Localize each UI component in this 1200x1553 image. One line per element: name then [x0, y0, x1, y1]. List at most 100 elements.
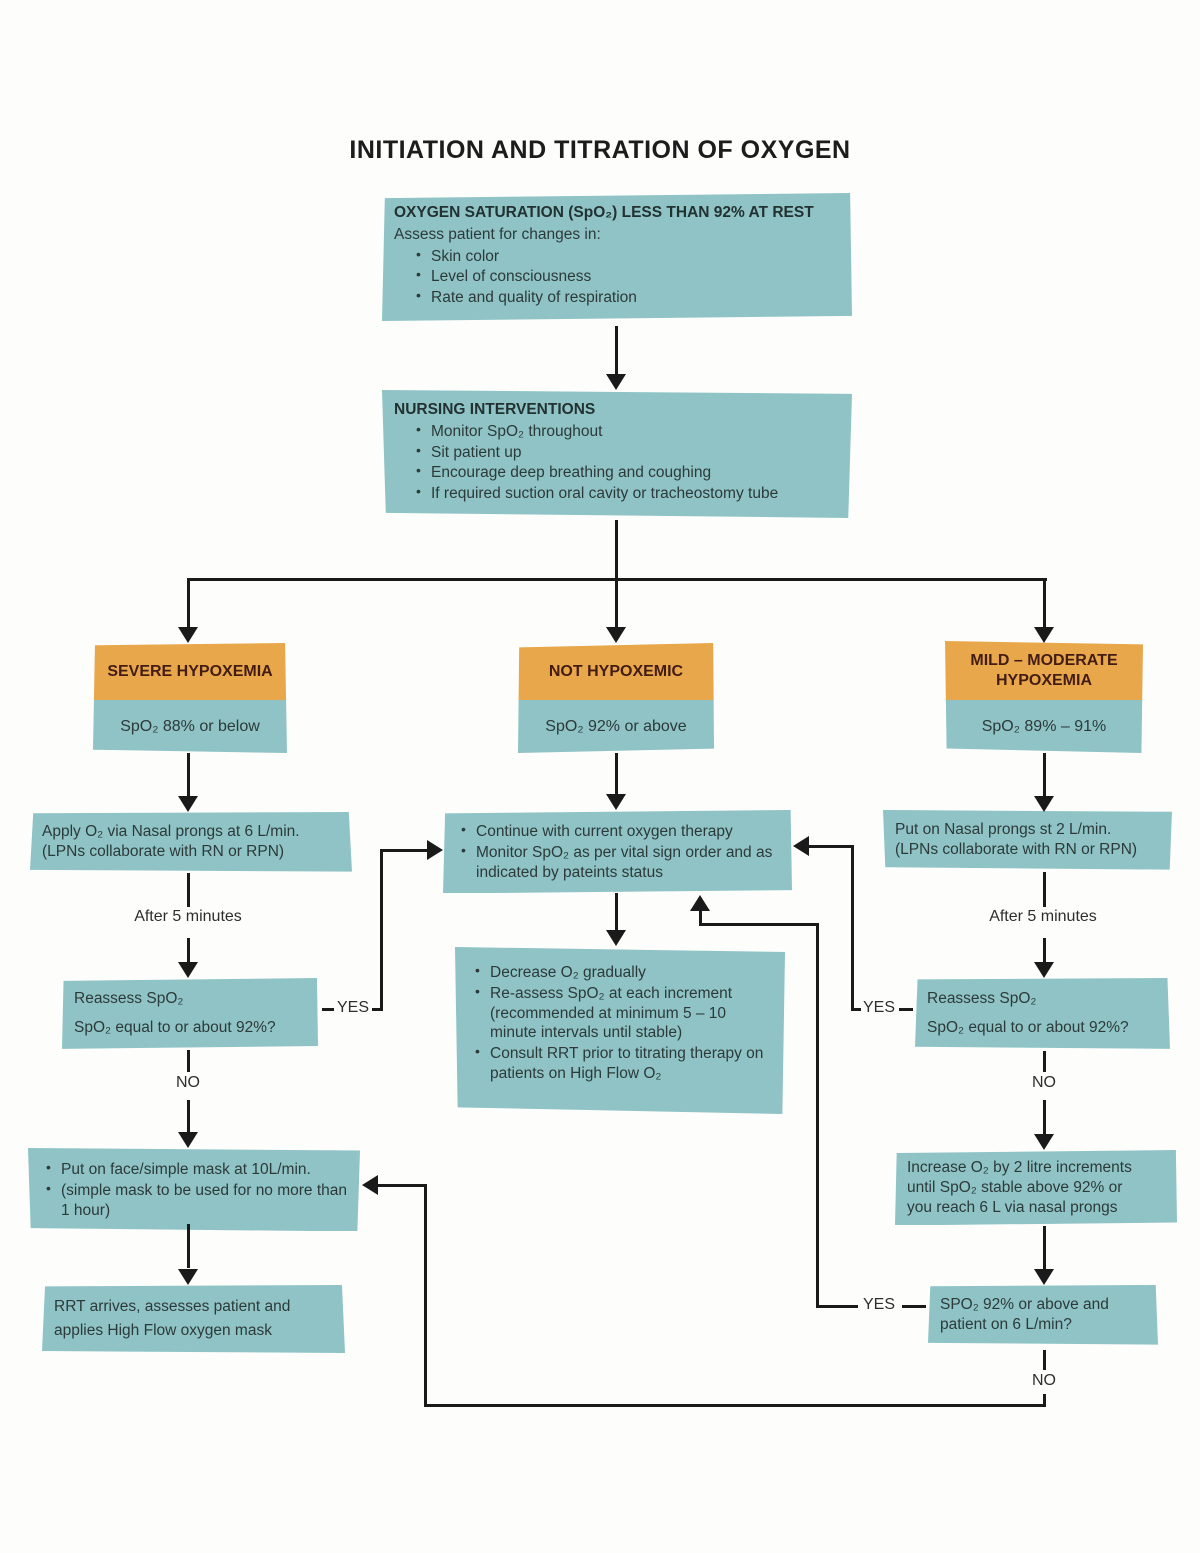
box-apply-2l: Put on Nasal prongs st 2 L/min. (LPNs co…: [883, 810, 1172, 870]
connector-line: [1043, 938, 1046, 964]
connector-line: [187, 1224, 190, 1268]
connector-line: [1043, 578, 1046, 628]
arrowhead-down: [606, 794, 626, 810]
arrowhead-up: [690, 895, 710, 911]
list-item: Put on face/simple mask at 10L/min.: [46, 1159, 348, 1180]
connector-line: [187, 578, 190, 628]
connector-line: [1043, 872, 1046, 907]
box-oxygen-saturation-heading: OXYGEN SATURATION (SpO₂) LESS THAN 92% A…: [394, 204, 814, 221]
connector-line: [1043, 1226, 1046, 1270]
connector-line: [1043, 1350, 1046, 1370]
connector-line: [380, 849, 383, 1011]
list-item: Encourage deep breathing and coughing: [416, 462, 840, 483]
connector-line: [615, 326, 618, 376]
connector-line: [816, 923, 819, 1308]
connector-line: [615, 753, 618, 795]
arrowhead-down: [1034, 1269, 1054, 1285]
list-item: Decrease O₂ gradually: [475, 962, 773, 983]
list-item: (simple mask to be used for no more than…: [46, 1180, 348, 1221]
list-item: Monitor SpO₂ throughout: [416, 421, 840, 442]
arrowhead-down: [178, 1269, 198, 1285]
list-item: If required suction oral cavity or trach…: [416, 483, 840, 504]
branch-mild-moderate: MILD – MODERATE HYPOXEMIA SpO₂ 89% – 91%: [945, 641, 1143, 753]
list-item: Skin color: [416, 246, 840, 267]
arrowhead-left: [793, 836, 809, 856]
connector-line: [899, 1008, 913, 1011]
list-item: Sit patient up: [416, 442, 840, 463]
box-check-6l: SPO₂ 92% or above and patient on 6 L/min…: [928, 1285, 1158, 1345]
branch-not-hypoxemic-criteria: SpO₂ 92% or above: [518, 700, 714, 753]
list-item: Re-assess SpO₂ at each increment (recomm…: [475, 983, 773, 1043]
connector-line: [615, 520, 618, 580]
box-increase-o2: Increase O₂ by 2 litre increments until …: [895, 1150, 1177, 1226]
bullet-list: Skin colorLevel of consciousnessRate and…: [394, 246, 840, 308]
box-nursing-interventions-heading: NURSING INTERVENTIONS: [394, 401, 596, 418]
arrowhead-down: [1034, 962, 1054, 978]
bullet-list: Monitor SpO₂ throughoutSit patient upEnc…: [394, 421, 840, 504]
connector-line: [1043, 1394, 1046, 1407]
connector-line: [615, 578, 618, 628]
connector-line: [1043, 753, 1046, 797]
list-item: Consult RRT prior to titrating therapy o…: [475, 1043, 773, 1084]
box-apply-6l: Apply O₂ via Nasal prongs at 6 L/min. (L…: [30, 812, 352, 872]
branch-not-hypoxemic: NOT HYPOXEMIC SpO₂ 92% or above: [518, 643, 714, 753]
connector-line: [807, 845, 854, 848]
connector-line: [187, 1050, 190, 1072]
connector-line: [187, 753, 190, 797]
arrowhead-down: [178, 962, 198, 978]
connector-line: [322, 1008, 334, 1011]
connector-line: [699, 910, 702, 926]
label-yes-bottom: YES: [862, 1296, 895, 1313]
box-oxygen-saturation: OXYGEN SATURATION (SpO₂) LESS THAN 92% A…: [382, 193, 852, 321]
label-after-5-minutes-right: After 5 minutes: [989, 908, 1097, 925]
connector-line: [1043, 1100, 1046, 1136]
connector-line: [615, 893, 618, 931]
connector-line: [424, 1184, 427, 1407]
connector-line: [1043, 1051, 1046, 1072]
arrowhead-down: [606, 627, 626, 643]
box-reassess-right: Reassess SpO₂ SpO₂ equal to or about 92%…: [915, 978, 1170, 1049]
list-item: Continue with current oxygen therapy: [461, 821, 780, 842]
arrowhead-down: [178, 627, 198, 643]
list-item: Level of consciousness: [416, 266, 840, 287]
arrowhead-left: [362, 1175, 378, 1195]
box-rrt: RRT arrives, assesses patient and applie…: [42, 1285, 345, 1354]
label-yes-left: YES: [336, 999, 369, 1016]
connector-line: [699, 923, 819, 926]
label-no-left: NO: [176, 1074, 200, 1091]
connector-line: [851, 845, 854, 1011]
box-reassess-left: Reassess SpO₂ SpO₂ equal to or about 92%…: [62, 978, 318, 1049]
bullet-list: Decrease O₂ graduallyRe-assess SpO₂ at e…: [467, 962, 773, 1084]
connector-line: [187, 1100, 190, 1134]
bullet-list: Put on face/simple mask at 10L/min.(simp…: [40, 1159, 348, 1221]
arrowhead-down: [1034, 796, 1054, 812]
box-face-mask: Put on face/simple mask at 10L/min.(simp…: [28, 1148, 360, 1232]
label-yes-right: YES: [862, 999, 895, 1016]
bullet-list: Continue with current oxygen therapyMoni…: [455, 821, 780, 882]
connector-line: [851, 1008, 861, 1011]
connector-line: [187, 938, 190, 964]
connector-line: [902, 1305, 926, 1308]
branch-not-hypoxemic-header: NOT HYPOXEMIC: [518, 643, 714, 700]
label-after-5-minutes-left: After 5 minutes: [134, 908, 242, 925]
arrowhead-down: [606, 930, 626, 946]
page-title: INITIATION AND TITRATION OF OXYGEN: [349, 136, 851, 164]
branch-severe: SEVERE HYPOXEMIA SpO₂ 88% or below: [93, 643, 287, 753]
connector-line: [424, 1404, 1046, 1407]
box-titrate: Decrease O₂ graduallyRe-assess SpO₂ at e…: [455, 947, 785, 1114]
arrowhead-right: [427, 840, 443, 860]
branch-mild-moderate-header: MILD – MODERATE HYPOXEMIA: [945, 641, 1143, 700]
connector-line: [187, 873, 190, 907]
box-nursing-interventions: NURSING INTERVENTIONS Monitor SpO₂ throu…: [382, 390, 852, 518]
label-no-right: NO: [1032, 1074, 1056, 1091]
label-no-bottom: NO: [1032, 1372, 1056, 1389]
connector-line: [372, 1008, 382, 1011]
branch-mild-moderate-criteria: SpO₂ 89% – 91%: [945, 700, 1143, 753]
arrowhead-down: [1034, 627, 1054, 643]
connector-line: [380, 849, 428, 852]
branch-severe-header: SEVERE HYPOXEMIA: [93, 643, 287, 700]
list-item: Rate and quality of respiration: [416, 287, 840, 308]
box-oxygen-saturation-intro: Assess patient for changes in:: [394, 225, 601, 243]
connector-line: [816, 1305, 858, 1308]
